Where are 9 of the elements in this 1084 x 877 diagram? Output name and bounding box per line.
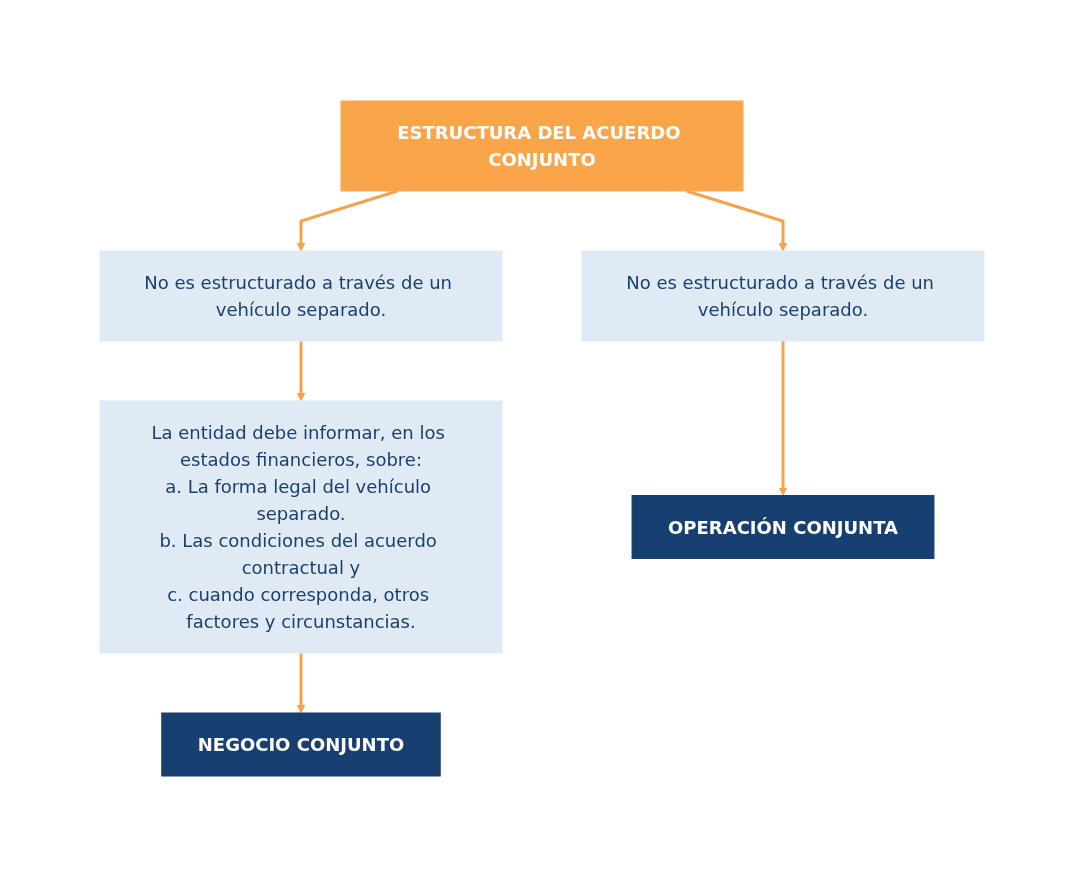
arrow bbox=[296, 653, 306, 714]
node-box: NEGOCIO CONJUNTO bbox=[161, 712, 441, 777]
arrow bbox=[296, 341, 306, 402]
node-box: La entidad debe informar, en los estados financieros, sobre: a. La forma legal del vehículo separado. b. Las condiciones del acuerdo contractual y c. cuando corresponda, otros factores y circunstancias. bbox=[99, 400, 503, 654]
node-box: No es estructurado a través de un vehículo separado. bbox=[99, 250, 503, 342]
node-box: No es estructurado a través de un vehículo separado. bbox=[581, 250, 985, 342]
node-box: OPERACIÓN CONJUNTA bbox=[631, 495, 935, 559]
arrow bbox=[778, 341, 788, 496]
node-box: ESTRUCTURA DEL ACUERDO CONJUNTO bbox=[340, 100, 744, 192]
